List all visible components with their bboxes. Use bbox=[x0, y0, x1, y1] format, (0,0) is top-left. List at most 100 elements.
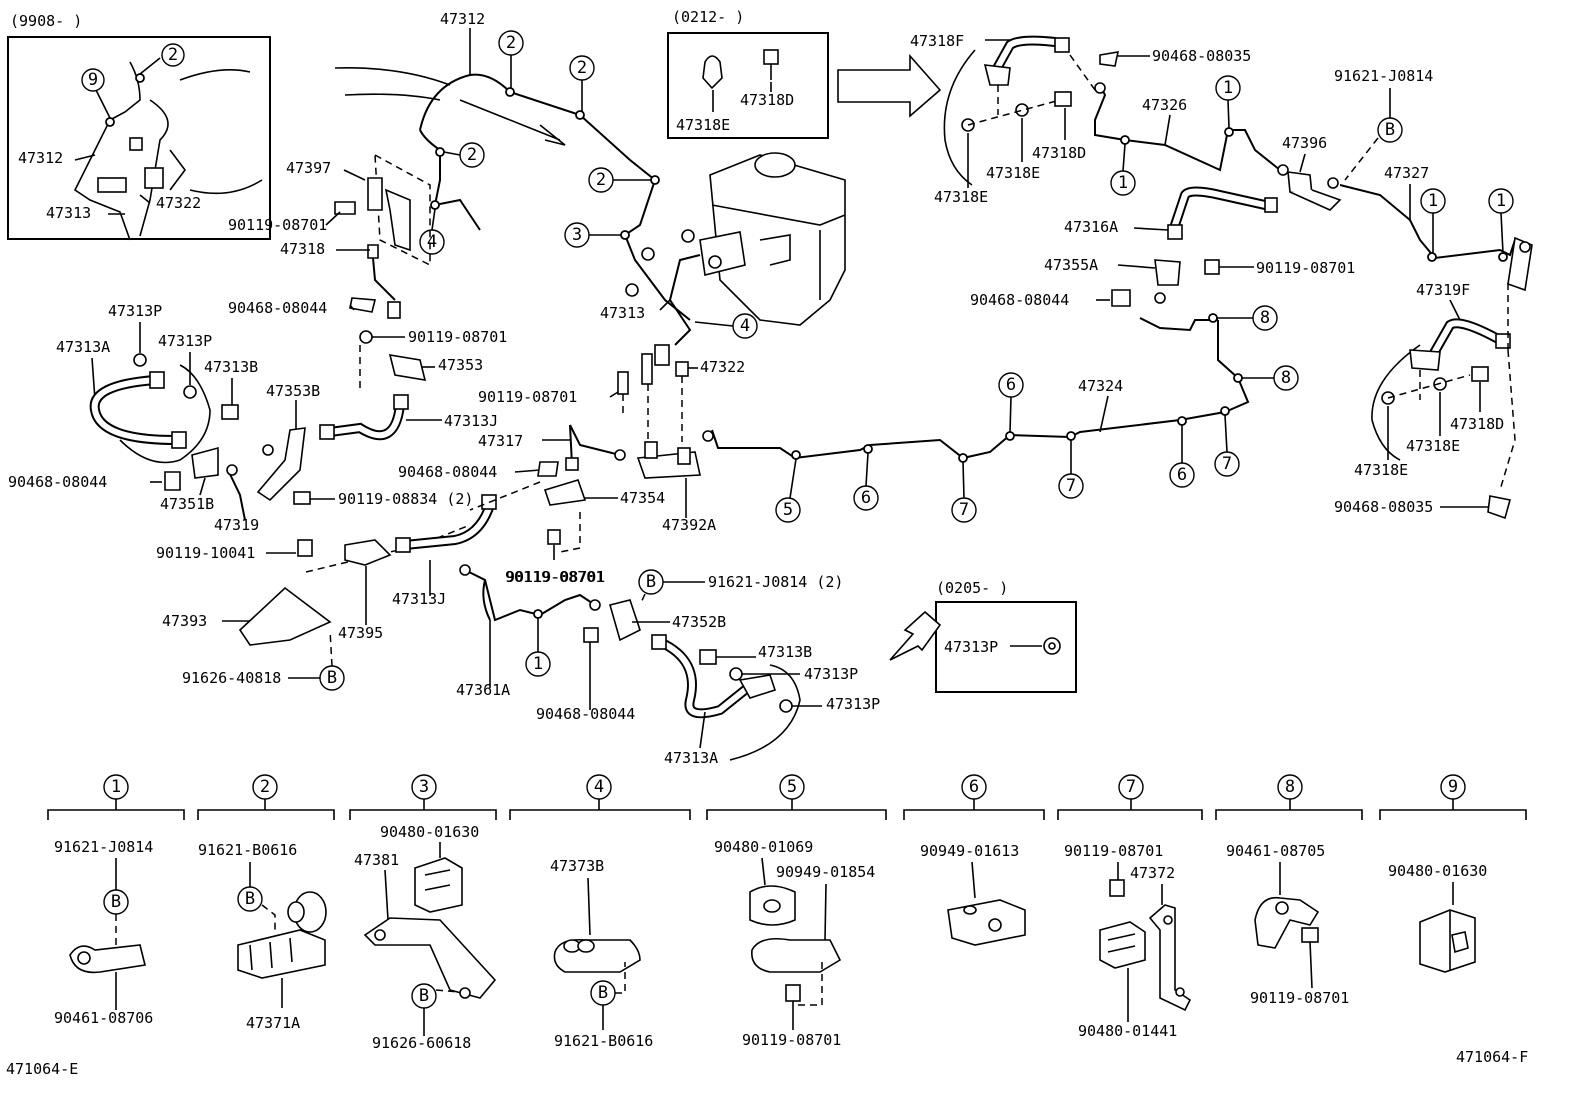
label-47396: 47396 bbox=[1282, 134, 1327, 152]
label-90468-08044: 90468-08044 bbox=[398, 463, 497, 481]
inset-9908: (9908- ) 2 9 47312 47313 47322 bbox=[7, 12, 271, 241]
marker-B: B bbox=[245, 889, 255, 909]
legend-90949-01613: 90949-01613 bbox=[920, 842, 1019, 860]
left-hose-assembly: 47313A 47313P 47313P 47313B 90468-08044 … bbox=[8, 302, 259, 534]
legend-marker-3: 3 bbox=[419, 777, 429, 797]
legend-91621-J0814: 91621-J0814 bbox=[54, 838, 153, 856]
label-47313P: 47313P bbox=[826, 695, 880, 713]
legend-marker-5: 5 bbox=[787, 777, 797, 797]
marker-B: B bbox=[1385, 120, 1395, 140]
label-47313A: 47313A bbox=[56, 338, 110, 356]
label-47355A: 47355A bbox=[1044, 256, 1098, 274]
marker-6: 6 bbox=[1177, 465, 1187, 485]
legend-marker-9: 9 bbox=[1448, 777, 1458, 797]
inset-9908-label: (9908- ) bbox=[10, 12, 82, 30]
label-47312: 47312 bbox=[440, 10, 485, 28]
marker-5: 5 bbox=[783, 500, 793, 520]
legend-47371A: 47371A bbox=[246, 1014, 300, 1032]
label-47352B: 47352B bbox=[672, 613, 726, 631]
inset-0205: (0205- ) 47313P bbox=[889, 579, 1077, 693]
legend-marker-4: 4 bbox=[594, 777, 604, 797]
marker-1: 1 bbox=[1118, 173, 1128, 193]
marker-1: 1 bbox=[1223, 78, 1233, 98]
center-valves: 47322 90119-08701 47317 47392A 90468-080… bbox=[398, 344, 745, 586]
marker-4: 4 bbox=[740, 316, 750, 336]
marker-9: 9 bbox=[88, 70, 98, 90]
label-47318D: 47318D bbox=[1032, 144, 1086, 162]
marker-6: 6 bbox=[861, 488, 871, 508]
label-47313B: 47313B bbox=[204, 358, 258, 376]
legend-marker-8: 8 bbox=[1285, 777, 1295, 797]
label-47319F: 47319F bbox=[1416, 281, 1470, 299]
marker-B: B bbox=[419, 986, 429, 1006]
label-47353: 47353 bbox=[438, 356, 483, 374]
bracket-47397: 47397 90119-08701 47318 90468-08044 9011… bbox=[228, 153, 507, 390]
label-47397: 47397 bbox=[286, 159, 331, 177]
label-47361A: 47361A bbox=[456, 681, 510, 699]
marker-7: 7 bbox=[1222, 454, 1232, 474]
legend-90480-01441: 90480-01441 bbox=[1078, 1022, 1177, 1040]
label-90119-08701: 90119-08701 bbox=[506, 568, 605, 586]
label-47313A: 47313A bbox=[664, 749, 718, 767]
marker-1: 1 bbox=[533, 654, 543, 674]
marker-B: B bbox=[598, 983, 608, 1003]
label-47392A: 47392A bbox=[662, 516, 716, 534]
label-90119-10041: 90119-10041 bbox=[156, 544, 255, 562]
valve-bracket-47393: 90119-10041 47313J 47393 47395 91626-408… bbox=[156, 494, 497, 691]
label-90468-08044: 90468-08044 bbox=[536, 705, 635, 723]
legend-90480-01630: 90480-01630 bbox=[380, 823, 479, 841]
marker-2: 2 bbox=[577, 58, 587, 78]
label-47313J: 47313J bbox=[444, 412, 498, 430]
label-47313P: 47313P bbox=[804, 665, 858, 683]
label-91626-40818: 91626-40818 bbox=[182, 669, 281, 687]
label-47313P: 47313P bbox=[108, 302, 162, 320]
legend-90461-08706: 90461-08706 bbox=[54, 1009, 153, 1027]
legend-91626-60618: 91626-60618 bbox=[372, 1034, 471, 1052]
inset-0205-label: (0205- ) bbox=[936, 579, 1008, 597]
label-90468-08044: 90468-08044 bbox=[8, 473, 107, 491]
label-90468-08035: 90468-08035 bbox=[1334, 498, 1433, 516]
label-47353B: 47353B bbox=[266, 382, 320, 400]
marker-4: 4 bbox=[427, 232, 437, 252]
label-90119-08701: 90119-08701 bbox=[478, 388, 577, 406]
legend-90119-08701: 90119-08701 bbox=[1250, 989, 1349, 1007]
legend-91621-B0616: 91621-B0616 bbox=[198, 841, 297, 859]
label-47324: 47324 bbox=[1078, 377, 1123, 395]
label-90119-08701: 90119-08701 bbox=[408, 328, 507, 346]
marker-B: B bbox=[327, 668, 337, 688]
label-47313J: 47313J bbox=[392, 590, 446, 608]
label-47354: 47354 bbox=[620, 489, 665, 507]
marker-8: 8 bbox=[1260, 308, 1270, 328]
legend-marker-2: 2 bbox=[260, 777, 270, 797]
label-47317: 47317 bbox=[478, 432, 523, 450]
marker-2: 2 bbox=[506, 33, 516, 53]
legend-90480-01069: 90480-01069 bbox=[714, 838, 813, 856]
label-47313: 47313 bbox=[46, 204, 91, 222]
label-47318D: 47318D bbox=[1450, 415, 1504, 433]
inset-0212-label: (0212- ) bbox=[672, 8, 744, 26]
reference-right: 471064-F bbox=[1456, 1048, 1528, 1066]
label-47318E: 47318E bbox=[676, 116, 730, 134]
legend-marker-6: 6 bbox=[969, 777, 979, 797]
label-47318D: 47318D bbox=[740, 91, 794, 109]
label-47326: 47326 bbox=[1142, 96, 1187, 114]
marker-1: 1 bbox=[1496, 191, 1506, 211]
label-90119-08701: 90119-08701 bbox=[505, 568, 604, 586]
label-47395: 47395 bbox=[338, 624, 383, 642]
label-47318: 47318 bbox=[280, 240, 325, 258]
label-47318E: 47318E bbox=[1406, 437, 1460, 455]
rear-line-47361A: 1 47361A 90468-08044 90119-08701 bbox=[456, 564, 635, 723]
legend-marker-7: 7 bbox=[1126, 777, 1136, 797]
label-90119-08701: 90119-08701 bbox=[1256, 259, 1355, 277]
clamp-legend: 1 91621-J0814 B 90461-08706 2 91621-B061… bbox=[6, 774, 1528, 1078]
marker-3: 3 bbox=[572, 225, 582, 245]
master-cylinder: 47313 bbox=[600, 152, 846, 346]
legend-47373B: 47373B bbox=[550, 857, 604, 875]
legend-47381: 47381 bbox=[354, 851, 399, 869]
legend-90480-01630: 90480-01630 bbox=[1388, 862, 1487, 880]
front-brake-lines: 47312 bbox=[334, 10, 691, 321]
legend-91621-B0616: 91621-B0616 bbox=[554, 1032, 653, 1050]
label-90119-08701: 90119-08701 bbox=[228, 216, 327, 234]
label-47313: 47313 bbox=[600, 304, 645, 322]
